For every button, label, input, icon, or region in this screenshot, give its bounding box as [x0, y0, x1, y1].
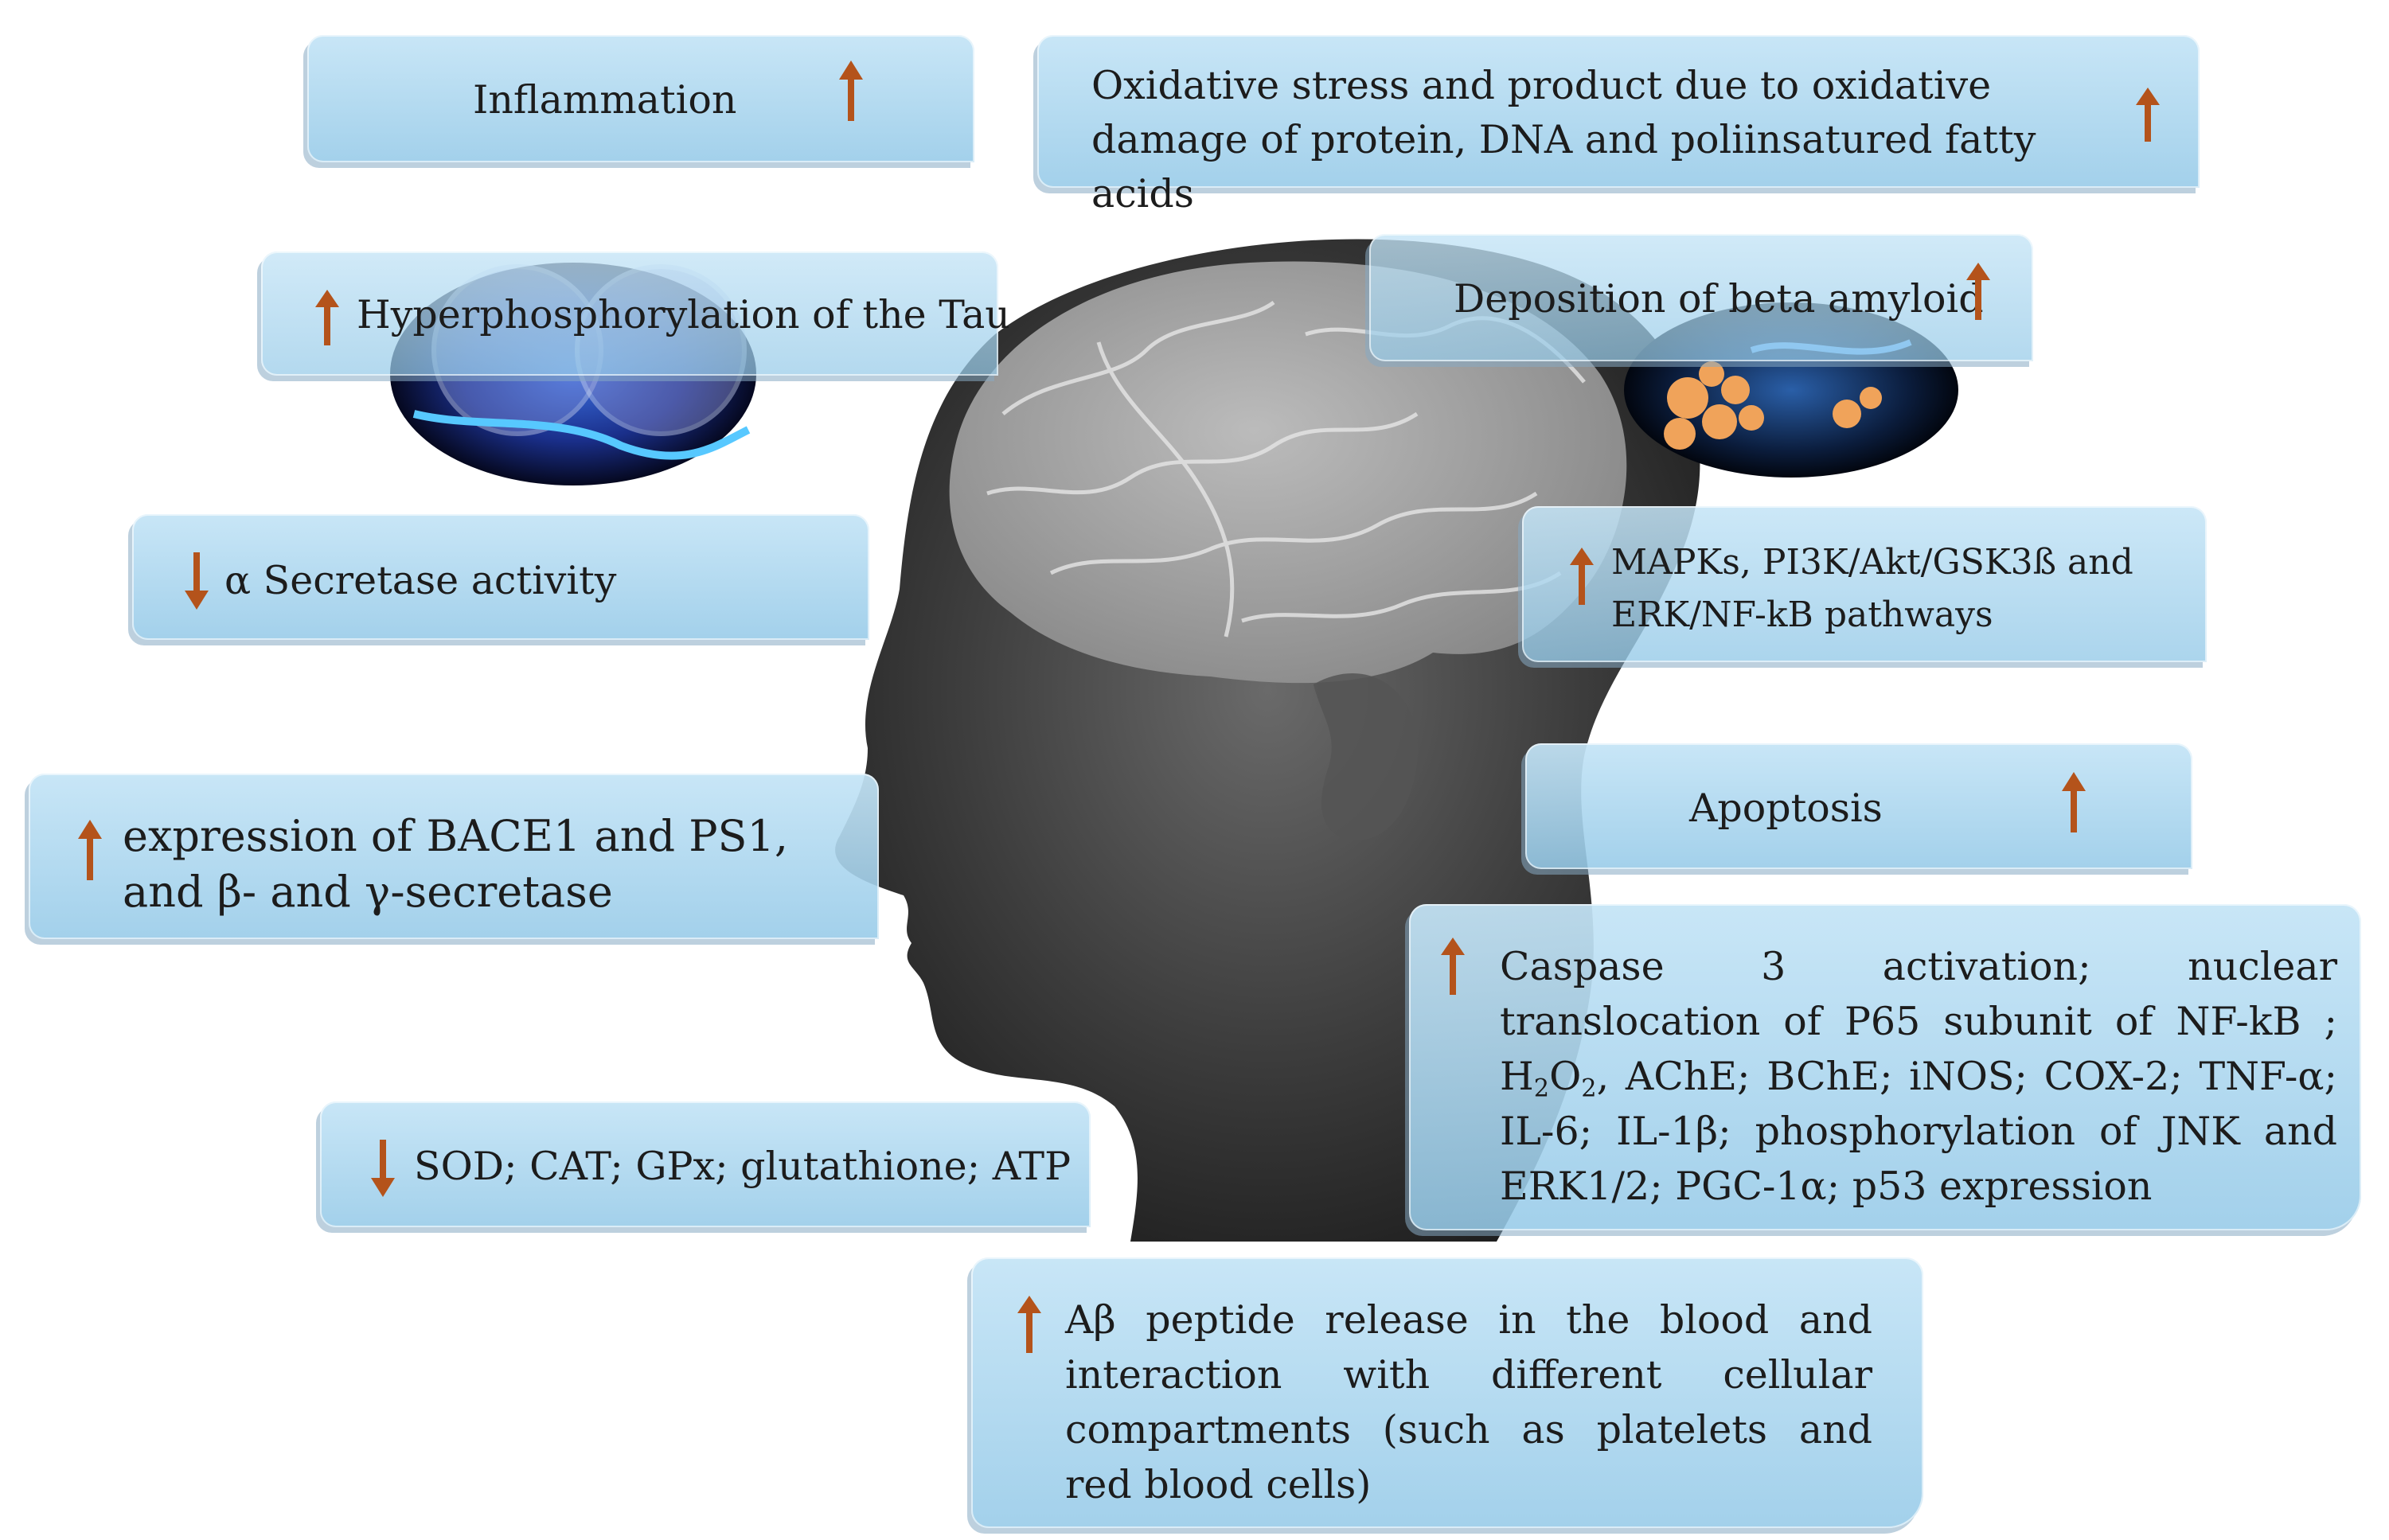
- up-arrow-icon: [315, 290, 339, 345]
- up-arrow-icon: [839, 60, 863, 121]
- inflammation-label: Inflammation: [473, 77, 737, 123]
- caspase-box: Caspase 3 activation; nuclear translocat…: [1409, 904, 2361, 1230]
- up-arrow-icon: [2062, 772, 2086, 832]
- inflammation-box: Inflammation: [307, 35, 974, 162]
- apoptosis-label: Apoptosis: [1689, 786, 1883, 831]
- up-arrow-icon: [1966, 263, 1990, 320]
- abeta-box: Aβ peptide release in the blood and inte…: [971, 1257, 1923, 1528]
- sod-label: SOD; CAT; GPx; glutathione; ATP: [414, 1144, 1072, 1189]
- ear: [1314, 673, 1418, 840]
- mapks-box: MAPKs, PI3K/Akt/GSK3ß and ERK/NF-kB path…: [1522, 506, 2207, 662]
- oxidative-stress-box: Oxidative stress and product due to oxid…: [1037, 35, 2200, 216]
- beta-amyloid-label: Deposition of beta amyloid: [1454, 276, 1984, 322]
- oxidative-stress-label: Oxidative stress and product due to oxid…: [1091, 63, 2036, 216]
- apoptosis-box: Apoptosis: [1525, 743, 2192, 869]
- tau-label: Hyperphosphorylation of the Tau: [357, 292, 1010, 337]
- alpha-secretase-label: α Secretase activity: [224, 558, 617, 603]
- up-arrow-icon: [1570, 548, 1594, 605]
- up-arrow-icon: [78, 820, 102, 880]
- up-arrow-icon: [1017, 1296, 1041, 1353]
- beta-amyloid-box: Deposition of beta amyloid: [1369, 234, 2033, 361]
- mapks-label: MAPKs, PI3K/Akt/GSK3ß and ERK/NF-kB path…: [1611, 542, 2133, 635]
- down-arrow-icon: [185, 552, 209, 610]
- alpha-secretase-box: α Secretase activity: [132, 514, 869, 640]
- down-arrow-icon: [371, 1140, 395, 1197]
- abeta-label: Aβ peptide release in the blood and inte…: [1065, 1297, 1872, 1507]
- bace1-box: expression of BACE1 and PS1, and β- and …: [29, 774, 879, 939]
- tau-box: Hyperphosphorylation of the Tau: [261, 251, 1010, 376]
- caspase-label: Caspase 3 activation; nuclear translocat…: [1500, 944, 2337, 1209]
- up-arrow-icon: [2136, 88, 2160, 142]
- up-arrow-icon: [1441, 938, 1465, 995]
- bace1-label: expression of BACE1 and PS1, and β- and …: [123, 811, 789, 917]
- sod-box: SOD; CAT; GPx; glutathione; ATP: [320, 1101, 1091, 1227]
